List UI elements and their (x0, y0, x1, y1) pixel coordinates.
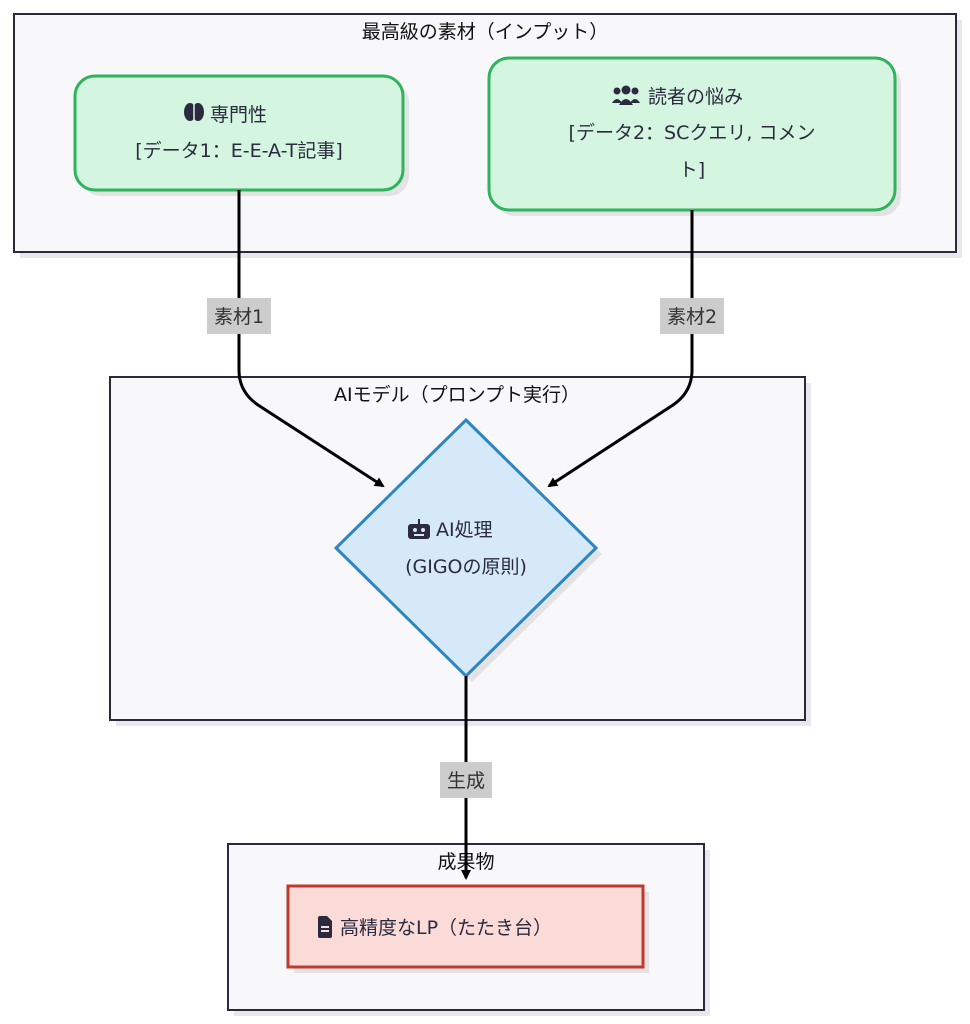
edge-label-material1: 素材1 (214, 306, 264, 328)
node-lp[interactable]: 高精度なLP（たたき台） (286, 884, 649, 973)
node-reader[interactable]: 読者の悩み [データ2：SCクエリ, コメン ト] (487, 56, 901, 216)
node-reader-subtitle-cont: ト] (679, 159, 705, 181)
edge-label-bg (660, 298, 724, 334)
edge-label-generate: 生成 (447, 770, 485, 792)
node-expertise-subtitle: [データ1：E-E-A-T記事] (135, 140, 343, 162)
edge-reader-to-ai: 素材2 (547, 210, 724, 488)
edge-ai-to-lp: 生成 (440, 676, 492, 880)
node-ai-processing[interactable]: AI処理 (GIGOの原則) (333, 417, 602, 682)
node-reader-subtitle: [データ2：SCクエリ, コメン (569, 122, 816, 144)
node-reader-title: 読者の悩み (648, 86, 743, 108)
subgraph-model-title: AIモデル（プロンプト実行） (334, 384, 580, 406)
edge-expertise-to-ai: 素材1 (207, 190, 385, 488)
edge-label-material2: 素材2 (667, 306, 717, 328)
node-ai-title: AI処理 (436, 519, 493, 541)
file-icon (318, 916, 332, 938)
brain-icon (184, 103, 204, 121)
edge-label-bg (440, 762, 492, 798)
edge-label-bg (207, 298, 271, 334)
subgraph-input-title: 最高級の素材（インプット） (362, 21, 608, 43)
robot-icon (408, 519, 430, 539)
users-icon (612, 85, 640, 105)
node-ai-subtitle: (GIGOの原則) (405, 556, 527, 578)
node-expertise[interactable]: 専門性 [データ1：E-E-A-T記事] (73, 74, 409, 196)
node-expertise-title: 専門性 (210, 104, 267, 126)
node-lp-title: 高精度なLP（たたき台） (340, 917, 552, 939)
